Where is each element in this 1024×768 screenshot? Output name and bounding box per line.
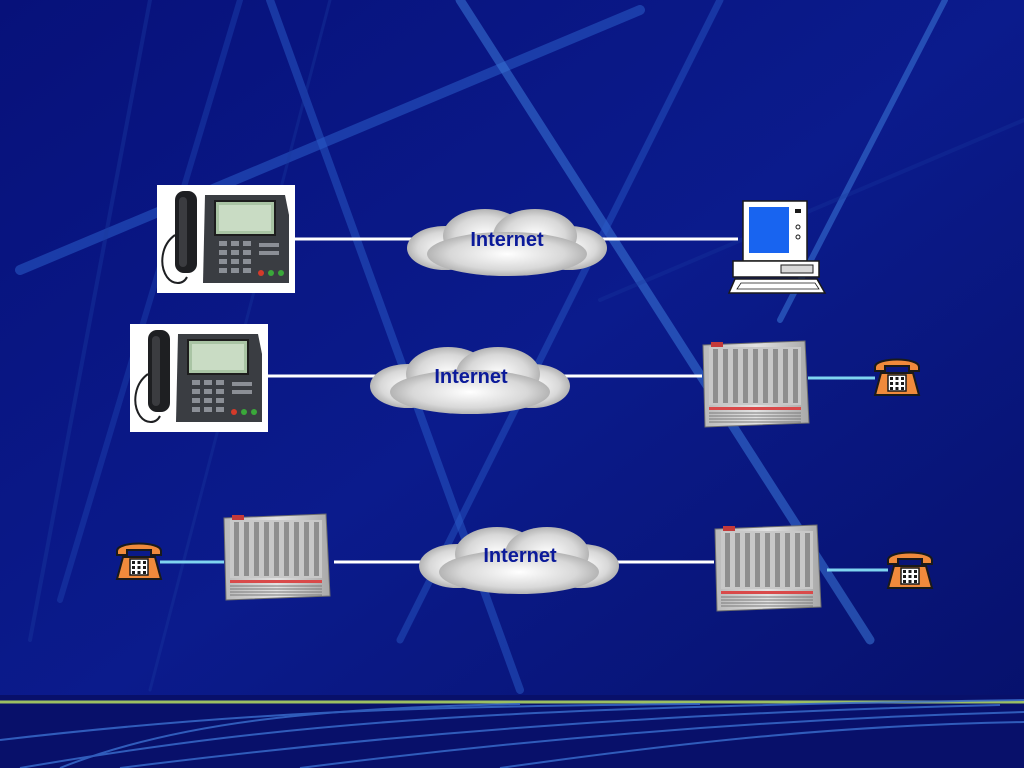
ip-phone-icon	[129, 323, 269, 433]
gateway-chassis-icon	[223, 513, 331, 601]
internet-cloud: Internet	[370, 347, 570, 414]
ip-phone-icon	[156, 184, 296, 294]
diagram-row-3: Internet	[116, 513, 933, 612]
telephone-icon	[887, 551, 933, 589]
internet-cloud: Internet	[419, 527, 619, 594]
diagram-row-1: Internet	[156, 184, 826, 294]
telephone-icon	[116, 542, 162, 580]
gateway-chassis-icon	[714, 524, 822, 612]
cloud-label: Internet	[470, 229, 544, 251]
telephone-icon	[874, 358, 920, 396]
background-decoration	[15, 0, 1024, 694]
footer-decoration	[0, 699, 1024, 768]
diagram-row-2: Internet	[129, 323, 920, 433]
internet-cloud: Internet	[407, 209, 607, 276]
cloud-label: Internet	[483, 545, 557, 567]
gateway-chassis-icon	[702, 340, 810, 428]
cloud-label: Internet	[434, 366, 508, 388]
